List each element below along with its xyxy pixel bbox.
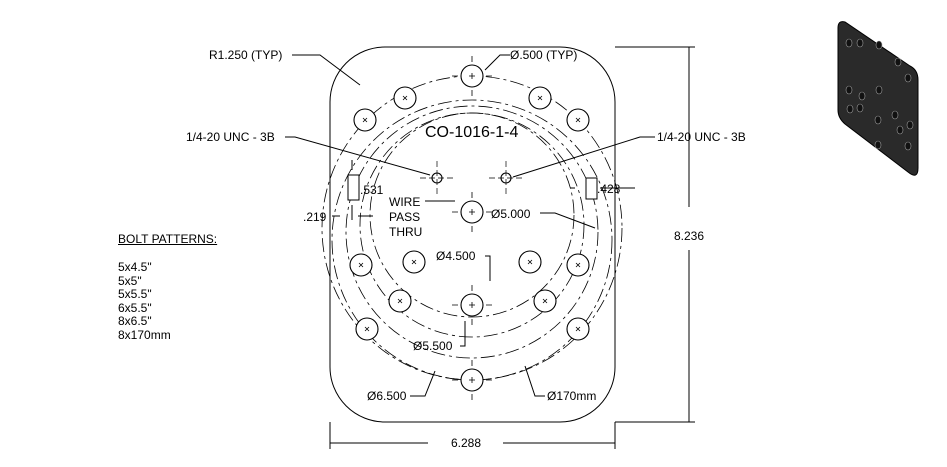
iso-hole bbox=[891, 110, 899, 120]
hole-center-mark bbox=[452, 192, 492, 232]
tapped-holes bbox=[420, 161, 523, 195]
width-dimension: 6.288 bbox=[451, 436, 481, 450]
slot-height-dim: .531 bbox=[360, 183, 384, 197]
hole-center-mark bbox=[402, 95, 408, 101]
hole-diameter-callout: Ø.500 (TYP) bbox=[510, 48, 577, 62]
hole-center-mark bbox=[575, 326, 581, 332]
hole-center-mark bbox=[358, 262, 364, 268]
hole-center-mark bbox=[542, 298, 548, 304]
bolt-circle-6500: Ø6.500 bbox=[367, 389, 407, 403]
bolt-circle-4500: Ø4.500 bbox=[436, 249, 476, 263]
bolt-pattern-item: 8x170mm bbox=[118, 327, 171, 342]
iso-hole bbox=[856, 103, 864, 113]
bolt-circle-170mm: Ø170mm bbox=[547, 389, 596, 403]
iso-hole bbox=[904, 73, 912, 83]
hole-center-mark bbox=[452, 285, 492, 325]
iso-hole bbox=[875, 85, 883, 95]
plate-3d-preview bbox=[837, 21, 919, 176]
bolt-pattern-item: 5x5.5" bbox=[118, 287, 152, 301]
wire-pass-label-1: WIRE bbox=[389, 195, 420, 209]
tap-callout-right: 1/4-20 UNC - 3B bbox=[657, 130, 746, 144]
hole-center-mark bbox=[452, 360, 492, 400]
bolt-patterns-title: BOLT PATTERNS: bbox=[118, 232, 218, 246]
bolt-pattern-item: 5x5" bbox=[118, 273, 142, 288]
height-dimension: 8.236 bbox=[674, 229, 704, 243]
iso-hole bbox=[896, 125, 904, 135]
iso-hole bbox=[846, 104, 854, 114]
hole-center-mark bbox=[575, 117, 581, 123]
leader-lines bbox=[285, 46, 695, 449]
slot-left bbox=[347, 174, 360, 201]
iso-hole bbox=[845, 38, 853, 48]
iso-hole bbox=[904, 141, 912, 151]
plate-outline bbox=[329, 46, 616, 423]
iso-hole bbox=[875, 40, 883, 50]
bolt-holes bbox=[349, 56, 590, 400]
hole-center-mark bbox=[362, 117, 368, 123]
tap-callout-left: 1/4-20 UNC - 3B bbox=[186, 130, 275, 144]
wire-pass-label-2: PASS bbox=[389, 210, 420, 224]
wire-pass-label-3: THRU bbox=[389, 225, 422, 239]
corner-radius-callout: R1.250 (TYP) bbox=[209, 48, 282, 62]
iso-hole bbox=[874, 140, 882, 150]
iso-hole bbox=[856, 38, 864, 48]
slot-offset-dim: .219 bbox=[303, 210, 327, 224]
iso-hole bbox=[906, 120, 914, 130]
hole-center-mark bbox=[452, 56, 492, 96]
part-number: CO-1016-1-4 bbox=[425, 124, 518, 141]
hole-center-mark bbox=[537, 95, 543, 101]
iso-hole bbox=[894, 57, 902, 67]
bolt-circle-5000: Ø5.000 bbox=[491, 207, 531, 221]
hole-center-mark bbox=[411, 259, 417, 265]
hole-center-mark bbox=[527, 259, 533, 265]
hole-center-mark bbox=[575, 262, 581, 268]
slot-right bbox=[585, 177, 598, 200]
hole-center-mark bbox=[397, 298, 403, 304]
iso-hole bbox=[874, 115, 882, 125]
hole-center-mark bbox=[364, 326, 370, 332]
bolt-pattern-item: 6x5.5" bbox=[118, 300, 152, 315]
slot-width-dim: .428 bbox=[597, 182, 621, 196]
bolt-pattern-item: 5x4.5" bbox=[118, 260, 152, 274]
bolt-pattern-item: 8x6.5" bbox=[118, 314, 152, 328]
bolt-patterns-list: 5x4.5" 5x5" 5x5.5" 6x5.5" 8x6.5" 8x170mm bbox=[118, 260, 171, 342]
iso-hole bbox=[845, 85, 853, 95]
bolt-circle-5500: Ø5.500 bbox=[413, 339, 453, 353]
iso-hole bbox=[858, 91, 866, 101]
